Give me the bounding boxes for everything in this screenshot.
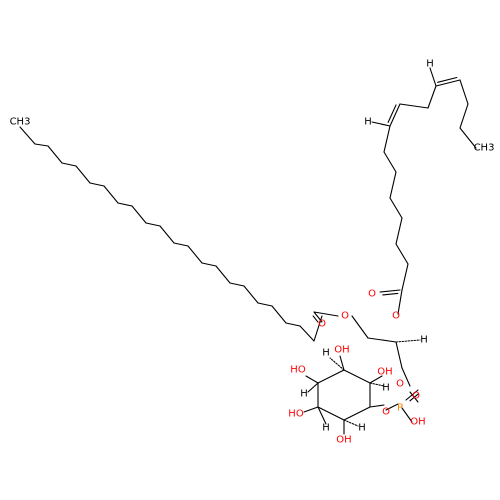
inositol-h-4: H	[322, 423, 330, 434]
inositol-ring	[317, 406, 345, 421]
acyl-chain-left	[229, 282, 245, 287]
carbonyl-right	[379, 289, 401, 293]
substituent	[369, 375, 383, 384]
substituent	[369, 404, 385, 408]
ester-bond-right	[397, 289, 403, 315]
inositol-ho-2: HO	[288, 409, 304, 420]
chain	[459, 79, 469, 105]
bond-layer	[19, 67, 477, 435]
acyl-chain-left	[243, 285, 259, 304]
phosphorus: P	[397, 403, 403, 414]
carbonyl-o-right: O	[368, 289, 376, 300]
inositol-h-2: H	[382, 383, 390, 394]
acyl-chain-left	[47, 145, 63, 164]
stereo-bond	[329, 357, 345, 371]
vinyl-h-1	[371, 121, 391, 127]
acyl-chain-right	[389, 197, 403, 219]
ester-bond-left	[313, 311, 339, 317]
substituent	[317, 406, 327, 425]
alkene-2	[435, 79, 461, 87]
acyl-chain-right	[401, 263, 409, 291]
acyl-chain-left	[34, 143, 49, 147]
acyl-chain-right	[395, 243, 409, 265]
chain	[459, 127, 477, 149]
inositol-h-1: H	[322, 348, 330, 359]
carbonyl-left	[312, 315, 319, 323]
acyl-chain-left	[103, 185, 119, 204]
stereo-bond	[395, 339, 421, 343]
acyl-chain-left	[131, 205, 147, 224]
alkene-1	[387, 104, 397, 123]
inositol-oh-1: OH	[334, 345, 349, 356]
acyl-chain-right	[383, 151, 397, 173]
acyl-chain-left	[257, 302, 273, 307]
inositol-ring	[317, 369, 345, 384]
acyl-chain-left	[299, 325, 315, 342]
p-double-o	[405, 389, 419, 401]
inositol-h-5: H	[358, 423, 366, 434]
acyl-chain-left	[285, 322, 301, 327]
acyl-chain-left	[173, 242, 189, 247]
acyl-chain-left	[159, 225, 175, 244]
acyl-chain-left	[215, 265, 231, 284]
chain	[427, 85, 437, 109]
acyl-chain-left	[75, 165, 91, 184]
alkene-1	[389, 103, 401, 127]
inositol-h-3: H	[300, 389, 308, 400]
acyl-chain-left	[89, 182, 105, 187]
phosphate-bond	[401, 407, 413, 423]
carbonyl-o-left: O	[318, 319, 326, 330]
chain	[399, 103, 429, 109]
substituent	[307, 382, 319, 393]
stereo-h-glycerol: H	[420, 335, 428, 346]
glycerol	[395, 341, 403, 369]
chain	[459, 103, 469, 129]
carbonyl-right	[382, 292, 399, 296]
substituent	[339, 355, 345, 371]
ch3-label-right: CH3	[474, 143, 495, 154]
acyl-chain-left	[19, 126, 36, 145]
glycerol	[367, 337, 397, 343]
ester-o-right: O	[392, 311, 400, 322]
p-double-o	[409, 393, 419, 402]
phosphate-o-double: O	[412, 391, 420, 402]
acyl-chain-right	[389, 171, 397, 199]
vinyl-h-label-1: H	[364, 117, 372, 128]
acyl-chain-left	[61, 162, 77, 167]
acyl-chain-left	[201, 262, 217, 267]
inositol-ring	[343, 369, 371, 384]
stereo-bond	[343, 419, 359, 427]
inositol-ring	[343, 406, 371, 421]
carbonyl-left	[313, 311, 323, 323]
phosphate-oh: OH	[410, 417, 425, 428]
inositol-oh-2: OH	[377, 367, 392, 378]
acyl-chain-right	[383, 125, 391, 153]
phosphate-bond	[385, 403, 399, 411]
ch3-label-top: CH3	[10, 117, 31, 128]
inositol-oh-3: OH	[336, 435, 351, 446]
phosphate-o-ring: O	[382, 407, 390, 418]
phosphate-o-1: O	[396, 379, 404, 390]
acyl-chain-left	[117, 202, 133, 207]
acyl-chain-left	[145, 222, 161, 227]
glycerol	[401, 367, 411, 387]
ester-o-left: O	[341, 311, 349, 322]
acyl-chain-left	[271, 305, 287, 324]
vinyl-h-label-2: H	[426, 59, 434, 70]
substituent	[305, 375, 319, 384]
acyl-chain-right	[395, 217, 403, 245]
acyl-chain-left	[187, 245, 203, 264]
ester-bond-left-2	[351, 315, 369, 339]
inositol-ho-1: HO	[290, 365, 306, 376]
substituent	[303, 406, 319, 413]
vinyl-h-2	[429, 67, 437, 87]
stereo-bond	[369, 382, 385, 387]
alkene-2	[437, 76, 458, 83]
